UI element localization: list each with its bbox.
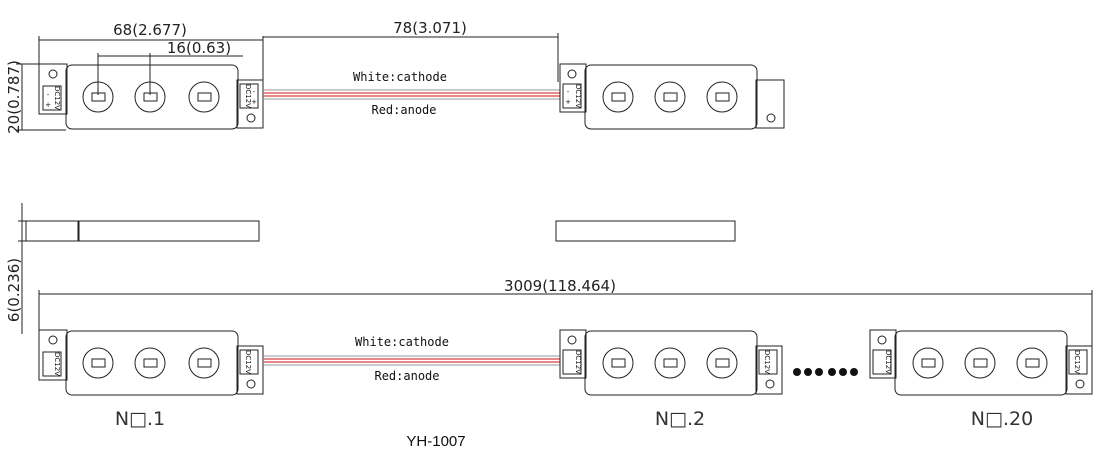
voltage-label-box <box>1068 349 1088 375</box>
plus-sign: + <box>565 98 571 106</box>
mount-hole <box>765 379 775 389</box>
module-body <box>584 64 758 130</box>
led-lens <box>602 81 634 113</box>
mount-hole <box>48 335 58 345</box>
module-end-tab-right <box>236 345 264 395</box>
led-lens <box>134 81 166 113</box>
wire-pair-top <box>263 89 560 100</box>
dim-module-length: 68(2.677) <box>113 21 187 39</box>
led-lens <box>82 347 114 379</box>
led-lens <box>82 81 114 113</box>
module-body <box>65 64 239 130</box>
led-module-top-2: DC12V - + <box>559 63 785 130</box>
voltage-label: DC12V <box>244 84 252 108</box>
dim-wire-length: 78(3.071) <box>393 19 467 37</box>
voltage-label: DC12V <box>574 350 582 374</box>
wire-pair-bottom <box>263 355 560 366</box>
voltage-label: DC12V <box>574 84 582 108</box>
module-end-tab-left <box>559 63 587 113</box>
voltage-label-box <box>872 349 892 375</box>
voltage-label: DC12V <box>884 350 892 374</box>
wire-white-label: White:cathode <box>353 70 447 84</box>
module-number-1: N□.1 <box>115 408 165 430</box>
module-number-2: N□.2 <box>655 408 705 430</box>
plus-sign: + <box>251 98 257 106</box>
side-end-left <box>25 220 79 242</box>
model-number: YH-1007 <box>406 433 465 450</box>
wire-white-label-bottom: White:cathode <box>355 335 449 349</box>
voltage-label: DC12V <box>763 350 771 374</box>
voltage-label-box <box>239 83 259 109</box>
mount-hole <box>877 335 887 345</box>
module-end-tab-left <box>38 329 68 381</box>
dim-module-width: 20(0.787) <box>5 60 23 134</box>
voltage-label-box <box>42 85 62 111</box>
mount-hole <box>1075 379 1085 389</box>
voltage-label-box <box>42 351 62 377</box>
module-end-tab-left <box>38 63 68 115</box>
module-body <box>584 330 758 396</box>
minus-sign: - <box>47 91 50 99</box>
mount-hole <box>246 379 256 389</box>
led-lens <box>964 347 996 379</box>
mount-hole <box>766 113 776 123</box>
module-end-tab-left <box>559 329 587 379</box>
mount-hole <box>246 113 256 123</box>
mount-hole <box>567 69 577 79</box>
led-lens <box>706 347 738 379</box>
led-lens <box>134 347 166 379</box>
module-number-20: N□.20 <box>971 408 1033 430</box>
dim-total-length: 3009(118.464) <box>504 277 616 295</box>
wire-red-label-bottom: Red:anode <box>374 369 439 383</box>
module-body <box>894 330 1068 396</box>
side-view <box>25 220 736 242</box>
led-lens <box>188 81 220 113</box>
voltage-label: DC12V <box>53 352 61 376</box>
side-body-2 <box>555 220 736 242</box>
led-module-chain-20: DC12V DC12V <box>869 329 1093 396</box>
minus-sign: - <box>253 88 256 96</box>
minus-sign: - <box>567 88 570 96</box>
led-lens <box>188 347 220 379</box>
side-body-1 <box>78 220 260 242</box>
continuation-dots <box>793 368 858 376</box>
voltage-label-box <box>758 349 778 375</box>
led-module-chain-1: DC12V DC12V <box>38 329 264 396</box>
led-lens <box>912 347 944 379</box>
voltage-label: DC12V <box>53 86 61 110</box>
led-lens <box>706 81 738 113</box>
dim-module-height: 6(0.236) <box>5 258 23 322</box>
led-module-top-1: DC12V - + DC12V - + <box>38 63 264 130</box>
led-lens <box>654 347 686 379</box>
voltage-label-box <box>562 349 582 375</box>
voltage-label: DC12V <box>244 350 252 374</box>
wire-red-label: Red:anode <box>371 103 436 117</box>
module-end-tab-right <box>755 79 785 129</box>
voltage-label-box <box>239 349 259 375</box>
led-lens <box>602 347 634 379</box>
module-end-tab-right <box>755 345 783 395</box>
voltage-label-box <box>562 83 582 109</box>
mount-hole <box>48 69 58 79</box>
led-lens <box>1016 347 1048 379</box>
module-end-tab-right <box>236 79 264 129</box>
plus-sign: + <box>45 101 51 109</box>
led-module-chain-2: DC12V DC12V <box>559 329 783 396</box>
led-lens <box>654 81 686 113</box>
module-body <box>65 330 239 396</box>
mount-hole <box>567 335 577 345</box>
module-end-tab-left <box>869 329 897 379</box>
dim-led-pitch: 16(0.63) <box>167 39 231 57</box>
module-end-tab-right <box>1065 345 1093 395</box>
voltage-label: DC12V <box>1073 350 1081 374</box>
